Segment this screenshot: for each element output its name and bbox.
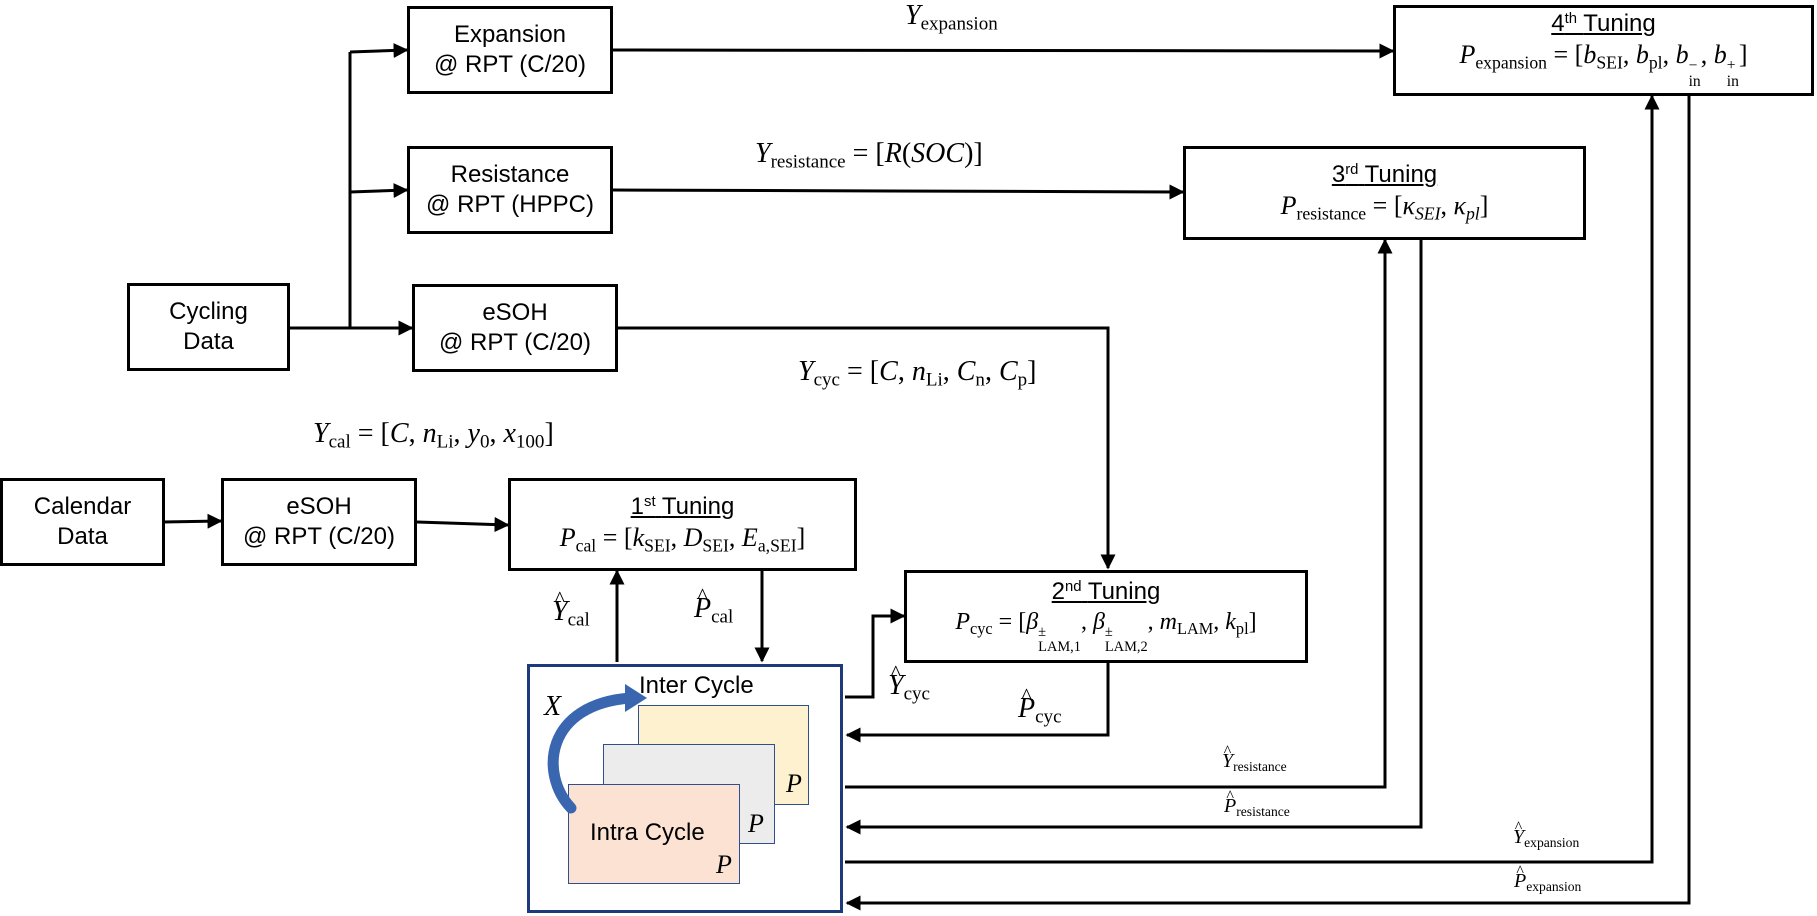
card-front-p: P <box>716 850 732 879</box>
arrow-cycling-to-expansion <box>349 42 409 58</box>
label-yhat-cal: ^Ycal <box>552 586 590 631</box>
first-tuning-box: 1st Tuning Pcal = [kSEI, DSEI, Ea,SEI] <box>508 478 857 571</box>
arrow-second-tuning-to-model <box>845 663 1110 743</box>
esoh-cycling-line2: @ RPT (C/20) <box>439 329 591 356</box>
resistance-rpt-line1: Resistance <box>450 161 570 188</box>
second-tuning-box: 2nd Tuning Pcyc = [β±LAM,1, β±LAM,2, mLA… <box>904 570 1308 663</box>
model-box: Inter Cycle X P P Intra Cycle P <box>527 664 843 913</box>
card-mid-p: P <box>748 809 764 838</box>
esoh-calendar-line1: eSOH <box>286 493 352 520</box>
label-phat-expansion: ^Pexpansion <box>1514 863 1582 895</box>
resistance-rpt-line2: @ RPT (HPPC) <box>426 191 594 218</box>
third-tuning-formula: Presistance = [κSEI, κpl] <box>1280 191 1489 224</box>
label-phat-cyc: ^Pcyc <box>1018 683 1062 728</box>
card-front <box>568 784 740 884</box>
fourth-tuning-title: 4th Tuning <box>1551 10 1656 38</box>
label-phat-cal: ^Pcal <box>694 583 734 628</box>
label-yhat-expansion: ^Yexpansion <box>1513 819 1580 851</box>
second-tuning-formula: Pcyc = [β±LAM,1, β±LAM,2, mLAM, kpl] <box>955 609 1257 655</box>
arrow-fourth-tuning-to-model <box>845 96 1691 911</box>
expansion-rpt-line1: Expansion <box>453 21 567 48</box>
arrow-esoh-to-second-tuning <box>618 326 1116 570</box>
label-yhat-resistance: ^Yresistance <box>1222 743 1287 775</box>
arrow-cycling-to-resistance <box>349 182 409 198</box>
fourth-tuning-formula: Pexpansion = [bSEI, bpl, b−in, b+in] <box>1459 40 1748 91</box>
label-y-cyc: Ycyc = [C, nLi, Cn, Cp] <box>798 356 1037 391</box>
arrow-model-to-fourth-tuning <box>845 94 1660 864</box>
calendar-data-line1: Calendar <box>33 493 132 520</box>
first-tuning-title: 1st Tuning <box>630 492 735 520</box>
second-tuning-title: 2nd Tuning <box>1051 578 1161 606</box>
esoh-cycling-box: eSOH @ RPT (C/20) <box>412 284 618 372</box>
third-tuning-title: 3rd Tuning <box>1331 161 1438 189</box>
arrow-third-tuning-to-model <box>845 240 1423 835</box>
arrow-model-to-second-tuning <box>845 608 906 699</box>
label-y-expansion: Yexpansion <box>905 0 998 35</box>
cycling-data-box: Cycling Data <box>127 283 290 371</box>
calendar-data-box: Calendar Data <box>0 478 165 566</box>
arrow-model-to-third-tuning <box>845 238 1393 789</box>
cycling-data-line1: Cycling <box>169 298 248 325</box>
first-tuning-formula: Pcal = [kSEI, DSEI, Ea,SEI] <box>559 522 806 555</box>
label-phat-resistance: ^Presistance <box>1224 788 1290 820</box>
inter-cycle-label: Inter Cycle <box>639 672 754 699</box>
input-x-label: X <box>544 691 562 722</box>
arrow-resistance-to-third-tuning <box>612 184 1185 200</box>
card-back-p: P <box>786 769 802 798</box>
arrow-esoh-to-first-tuning <box>416 517 510 533</box>
expansion-rpt-line2: @ RPT (C/20) <box>434 51 586 78</box>
calendar-data-line2: Data <box>57 523 108 550</box>
resistance-rpt-box: Resistance @ RPT (HPPC) <box>407 146 613 234</box>
label-y-cal: Ycal = [C, nLi, y0, x100] <box>313 418 554 453</box>
esoh-calendar-line2: @ RPT (C/20) <box>243 523 395 550</box>
feedback-arrow-icon <box>547 684 647 814</box>
esoh-cycling-line1: eSOH <box>482 299 548 326</box>
fourth-tuning-box: 4th Tuning Pexpansion = [bSEI, bpl, b−in… <box>1393 5 1814 96</box>
intra-cycle-label: Intra Cycle <box>590 819 705 846</box>
label-yhat-cyc: ^Ycyc <box>888 660 930 705</box>
third-tuning-box: 3rd Tuning Presistance = [κSEI, κpl] <box>1183 146 1586 240</box>
arrow-calendar-to-esoh <box>162 513 223 529</box>
esoh-calendar-box: eSOH @ RPT (C/20) <box>221 478 417 566</box>
cycling-data-line2: Data <box>183 328 234 355</box>
arrow-expansion-to-fourth-tuning <box>612 43 1395 59</box>
expansion-rpt-box: Expansion @ RPT (C/20) <box>407 6 613 94</box>
label-y-resistance: Yresistance = [R(SOC)] <box>755 138 983 173</box>
